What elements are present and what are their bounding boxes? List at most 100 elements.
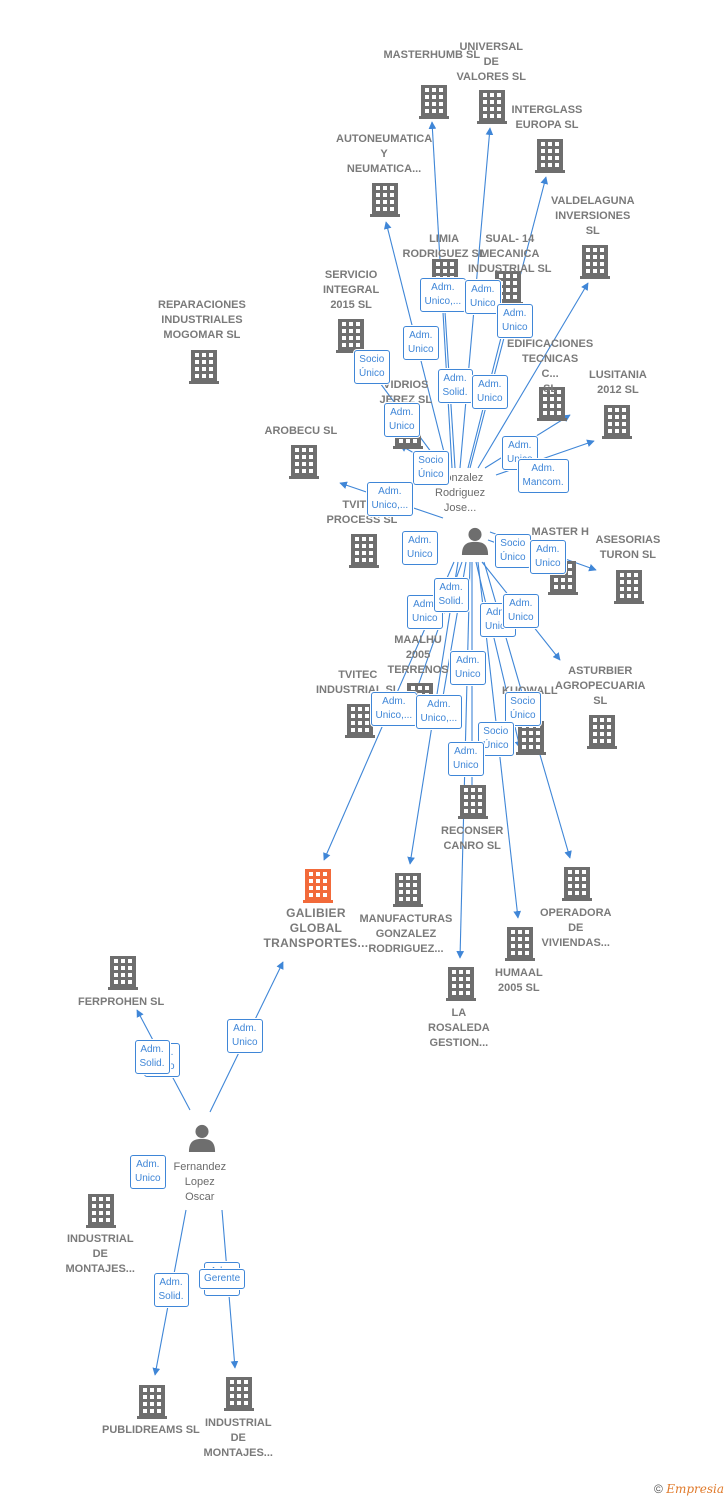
relation-badge[interactable]: Adm.Unico,... <box>415 695 463 729</box>
relation-badge[interactable]: Adm.Unico <box>384 403 420 437</box>
company-label-line: ASESORIAS <box>595 534 661 546</box>
company-building-icon[interactable] <box>535 139 565 173</box>
relation-badge[interactable]: Adm.Unico,... <box>370 692 418 726</box>
person-icon[interactable] <box>188 1124 216 1152</box>
relation-badge[interactable]: Adm.Unico <box>530 540 566 574</box>
company-building-icon[interactable] <box>477 90 507 124</box>
company-label-line: GONZALEZ <box>375 928 437 940</box>
copyright-symbol: © <box>654 1482 663 1496</box>
company-label-line: 2015 SL <box>330 299 372 311</box>
company-label[interactable]: AROBECU SL <box>265 424 338 439</box>
company-building-icon[interactable] <box>505 927 535 961</box>
relation-badge[interactable]: Adm.Unico,... <box>419 278 467 312</box>
relation-badge-line: Adm. <box>431 282 455 293</box>
company-label-line: MONTAJES... <box>203 1447 273 1459</box>
footer-brand[interactable]: © Empresia <box>654 1482 724 1496</box>
company-building-icon[interactable] <box>614 570 644 604</box>
relation-badge[interactable]: Adm.Unico,... <box>366 482 414 516</box>
company-building-icon[interactable] <box>370 183 400 217</box>
company-building-icon[interactable] <box>458 785 488 819</box>
relation-badge[interactable]: Adm.Unico <box>448 742 484 776</box>
relation-badge-line: Adm. <box>443 373 467 384</box>
company-building-icon[interactable] <box>108 956 138 990</box>
company-building-icon[interactable] <box>587 715 617 749</box>
company-building-icon[interactable] <box>349 534 379 568</box>
relation-badge-line: Socio <box>483 726 509 737</box>
relation-badge-line: Socio <box>359 354 385 365</box>
relation-badge-line: Unico <box>412 613 438 624</box>
company-label-line: ASTURBIER <box>568 665 633 677</box>
company-building-icon[interactable] <box>336 319 366 353</box>
relation-badge[interactable]: Adm.Unico <box>465 280 501 314</box>
relation-badge[interactable]: Adm.Unico <box>130 1155 166 1189</box>
relation-badge[interactable]: Adm.Unico <box>403 326 439 360</box>
company-building-icon[interactable] <box>224 1377 254 1411</box>
company-label-line: INDUSTRIALES <box>161 314 243 326</box>
relation-badge[interactable]: Adm.Solid. <box>433 578 469 612</box>
company-building-icon[interactable] <box>602 405 632 439</box>
relation-badge[interactable]: Gerente <box>199 1269 246 1289</box>
company-building-icon[interactable] <box>137 1385 167 1419</box>
company-building-icon[interactable] <box>86 1194 116 1228</box>
company-label-line: MECANICA <box>480 248 540 260</box>
company-building-icon[interactable] <box>303 869 333 903</box>
relation-badge[interactable]: Adm.Solid. <box>153 1273 189 1307</box>
company-building-icon[interactable] <box>580 245 610 279</box>
relation-badge[interactable]: Adm.Unico <box>450 651 486 685</box>
company-building-icon[interactable] <box>289 445 319 479</box>
company-label-line: LA <box>451 1007 467 1019</box>
company-building-icon[interactable] <box>446 967 476 1001</box>
relation-badge[interactable]: Adm.Solid. <box>134 1040 170 1074</box>
company-building-icon[interactable] <box>562 867 592 901</box>
relation-badge[interactable]: Adm.Unico <box>497 304 533 338</box>
relation-badge[interactable]: Adm. Solid. <box>437 369 473 403</box>
relation-badge[interactable]: Adm.Mancom. <box>517 459 569 493</box>
company-building-icon[interactable] <box>419 85 449 119</box>
relation-badge[interactable]: Adm.Unico <box>402 531 438 565</box>
company-label-line: INTERGLASS <box>511 104 583 116</box>
relation-badge[interactable]: Adm.Unico <box>227 1019 263 1053</box>
company-label-line: FERPROHEN SL <box>78 996 165 1008</box>
relation-badge[interactable]: Adm.Unico <box>472 375 508 409</box>
company-label-line: EDIFICACIONES <box>507 338 594 350</box>
relation-badge-line: Solid. <box>442 387 468 398</box>
company-building-icon[interactable] <box>189 350 219 384</box>
company-label[interactable]: PUBLIDREAMS SL <box>102 1423 200 1438</box>
company-label[interactable]: MASTERHUMB SL <box>384 48 481 63</box>
person-icon[interactable] <box>461 527 489 555</box>
relation-badge-line: Socio <box>418 455 444 466</box>
company-label-line: SL <box>543 383 558 395</box>
company-label[interactable]: FERPROHEN SL <box>78 995 164 1010</box>
company-label-line: MASTERHUMB SL <box>383 49 481 61</box>
relation-badge-line: Adm. <box>136 1159 160 1170</box>
relation-badge[interactable]: Adm.Unico <box>503 594 539 628</box>
company-building-icon[interactable] <box>393 873 423 907</box>
